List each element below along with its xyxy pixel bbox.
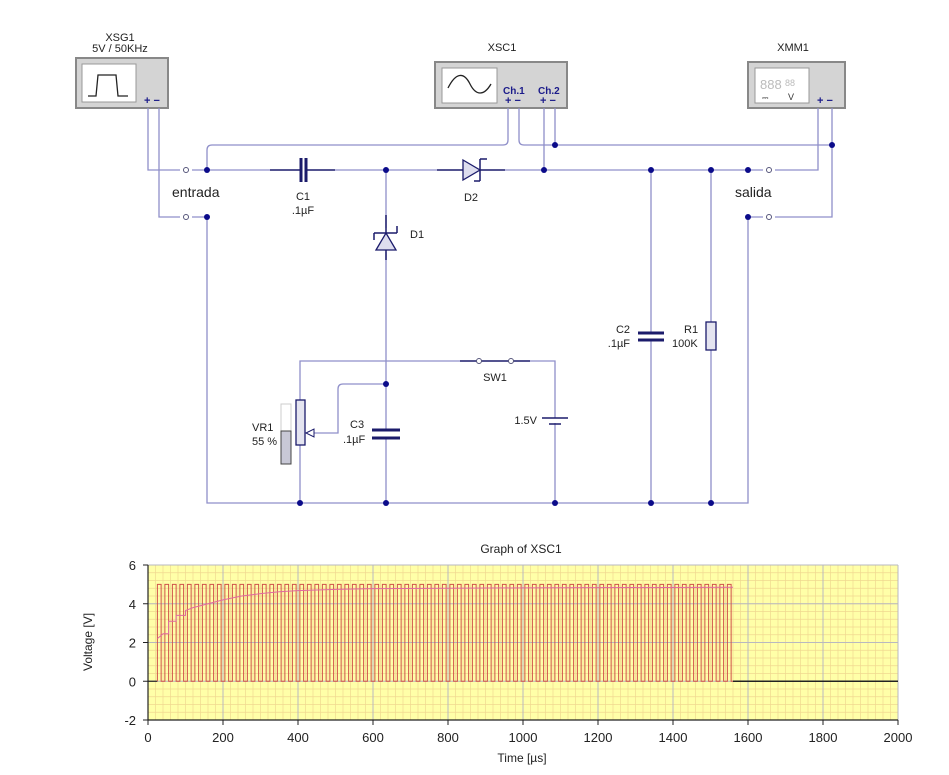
wires (147, 108, 833, 504)
c3-label: C3 (350, 419, 364, 431)
output-port-label: salida (735, 184, 772, 200)
battery-1-5v[interactable]: 1.5V (514, 415, 568, 427)
ch2-output-trace (157, 586, 734, 640)
x-tick-label: 1800 (809, 730, 838, 745)
xmm1-label: XMM1 (777, 42, 809, 54)
capacitor-c3[interactable]: C3 .1µF (343, 419, 400, 446)
x-tick-label: 200 (212, 730, 234, 745)
d2-label: D2 (464, 192, 478, 204)
battery-value: 1.5V (514, 415, 537, 427)
vr1-setting-fill (280, 430, 292, 465)
c1-label: C1 (296, 191, 310, 203)
vr1-value: 55 % (252, 436, 277, 448)
meter-unit: V (788, 92, 794, 102)
ch1-square-wave-trace (156, 583, 733, 682)
y-tick-label: 2 (129, 636, 136, 651)
x-axis-label: Time [µs] (497, 751, 546, 765)
d1-label: D1 (410, 229, 424, 241)
xsc1-graph: Graph of XSC1 0 200 400 600 800 1000 1200 1400 1… (81, 542, 912, 765)
traces (148, 583, 898, 682)
r1-value: 100K (672, 338, 698, 350)
axis-ticks: 0 200 400 600 800 1000 1200 1400 1600 1800 2000 -2 0… (124, 558, 912, 745)
y-tick-label: 6 (129, 558, 136, 573)
meter-display: 888 (760, 77, 782, 92)
x-tick-label: 2000 (884, 730, 913, 745)
x-tick-label: 400 (287, 730, 309, 745)
vr1-label: VR1 (252, 422, 273, 434)
xsg1-setting: 5V / 50KHz (92, 43, 148, 55)
chart-title: Graph of XSC1 (480, 542, 562, 556)
major-grid (147, 564, 899, 721)
potentiometer-vr1[interactable]: VR1 55 % (252, 399, 315, 465)
x-tick-label: 600 (362, 730, 384, 745)
zener-diode-d2[interactable]: D2 (437, 158, 505, 204)
sw1-label: SW1 (483, 372, 507, 384)
xsg1-terminals: + − (144, 95, 160, 107)
meter-display-small: 88 (785, 78, 795, 88)
r1-label: R1 (684, 324, 698, 336)
circuit-schematic: XSG1 5V / 50KHz + − XSC1 Ch.1 Ch.2 + − +… (75, 32, 846, 506)
x-tick-label: 1000 (509, 730, 538, 745)
x-tick-label: 1200 (584, 730, 613, 745)
input-port-label: entrada (172, 184, 220, 200)
c1-value: .1µF (292, 205, 315, 217)
zener-diode-d1[interactable]: D1 (373, 215, 424, 260)
c3-value: .1µF (343, 434, 366, 446)
c2-value: .1µF (608, 338, 631, 350)
square-pulse-icon (88, 74, 128, 97)
x-tick-label: 800 (437, 730, 459, 745)
ch2-terminals: + − (540, 95, 556, 107)
oscilloscope-xsc1[interactable]: XSC1 Ch.1 Ch.2 + − + − (434, 42, 568, 109)
y-tick-label: -2 (124, 713, 136, 728)
xmm1-terminals: + − (817, 95, 833, 107)
y-axis-label: Voltage [V] (81, 613, 95, 671)
c2-label: C2 (616, 324, 630, 336)
resistor-r1[interactable]: R1 100K (672, 321, 717, 351)
nodes (204, 142, 835, 506)
x-tick-label: 1600 (734, 730, 763, 745)
x-tick-label: 1400 (659, 730, 688, 745)
dc-mode-icon: ⎓ (762, 93, 769, 102)
ch1-terminals: + − (505, 95, 521, 107)
ch2-label: Ch.2 (538, 86, 560, 97)
xsg1-label: XSG1 (105, 32, 134, 44)
x-tick-label: 0 (144, 730, 151, 745)
y-tick-label: 0 (129, 674, 136, 689)
ch1-label: Ch.1 (503, 86, 525, 97)
xsc1-label: XSC1 (488, 42, 517, 54)
sine-wave-icon (447, 74, 492, 94)
y-tick-label: 4 (129, 597, 136, 612)
capacitor-c1[interactable]: C1 .1µF (270, 158, 335, 217)
capacitor-c2[interactable]: C2 .1µF (608, 324, 664, 350)
terminals (183, 167, 772, 220)
multimeter-xmm1[interactable]: XMM1 888 88 ⎓ V + − (747, 42, 846, 109)
switch-sw1[interactable]: SW1 (460, 358, 530, 385)
function-generator-xsg1[interactable]: XSG1 5V / 50KHz + − (75, 32, 169, 109)
